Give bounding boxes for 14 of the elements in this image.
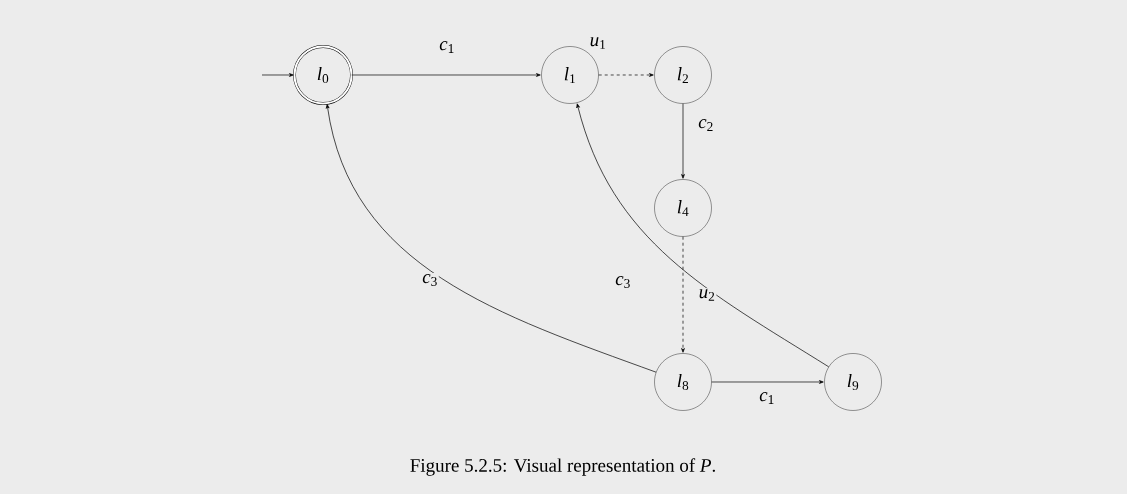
edge-label: c$_{3}$ bbox=[421, 273, 439, 287]
arrow bbox=[351, 73, 541, 77]
arrow bbox=[576, 103, 829, 368]
arrow bbox=[598, 73, 654, 77]
arrow bbox=[261, 73, 294, 77]
arrow bbox=[681, 103, 685, 179]
caption: Figure 5.2.5: Visual representation of P. bbox=[410, 458, 715, 476]
edge-label: c$_{1}$ bbox=[758, 391, 776, 405]
edge-label: c$_{1}$ bbox=[438, 40, 456, 54]
arrow bbox=[681, 236, 685, 353]
edge-label: c$_{3}$ bbox=[614, 275, 632, 289]
arrow bbox=[711, 380, 824, 384]
arrow bbox=[325, 104, 657, 373]
edge-label: c$_{2}$ bbox=[697, 118, 715, 132]
